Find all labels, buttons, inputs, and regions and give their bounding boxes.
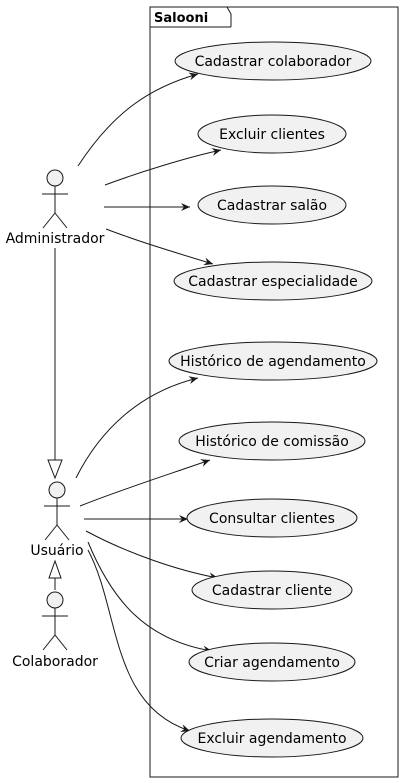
use-case-uc2: Excluir clientes xyxy=(197,114,347,154)
use-case-uc8: Cadastrar cliente xyxy=(191,570,353,610)
actor-head xyxy=(46,591,64,609)
actor-administrador: Administrador xyxy=(6,169,105,247)
generalization-arrow-administrador xyxy=(47,459,63,480)
actor-head xyxy=(48,481,66,499)
actor-head xyxy=(46,169,64,187)
association-usuario-uc9 xyxy=(87,541,213,654)
package-salooni: Salooni xyxy=(149,6,399,778)
actor-body xyxy=(42,186,68,229)
use-case-uc10: Excluir agendamento xyxy=(180,718,364,758)
use-case-label: Criar agendamento xyxy=(204,655,340,671)
use-case-uc1: Cadastrar colaborador xyxy=(174,41,372,81)
use-case-label: Cadastrar cliente xyxy=(212,583,332,599)
use-case-ellipse xyxy=(197,114,347,154)
association-usuario-uc6 xyxy=(79,459,211,507)
use-case-label: Histórico de agendamento xyxy=(180,354,366,370)
use-case-label: Cadastrar salão xyxy=(217,198,327,214)
use-case-ellipse xyxy=(186,498,358,538)
use-case-label: Cadastrar especialidade xyxy=(188,274,357,290)
actor-label: Colaborador xyxy=(12,654,98,670)
use-case-uc3: Cadastrar salão xyxy=(197,185,347,225)
actor-label: Usuário xyxy=(30,543,83,559)
use-case-uc5: Histórico de agendamento xyxy=(168,341,378,381)
use-case-uc7: Consultar clientes xyxy=(186,498,358,538)
package-title: Salooni xyxy=(154,11,208,26)
association-administrador-uc4 xyxy=(105,228,214,266)
use-case-label: Consultar clientes xyxy=(209,511,335,527)
actor-usuario: Usuário xyxy=(30,481,84,559)
association-usuario-uc10 xyxy=(87,549,191,733)
actor-label: Administrador xyxy=(6,231,105,247)
use-case-label: Histórico de comissão xyxy=(195,434,349,450)
use-case-ellipse xyxy=(173,261,373,301)
generalization-arrow-colaborador xyxy=(48,559,62,579)
actor-body xyxy=(44,498,70,541)
use-case-label: Excluir agendamento xyxy=(197,731,346,747)
association-usuario-uc8 xyxy=(85,530,219,581)
use-case-ellipse xyxy=(191,570,353,610)
use-case-ellipse xyxy=(168,341,378,381)
association-administrador-uc2 xyxy=(104,148,222,186)
actor-body xyxy=(42,608,68,651)
use-case-ellipse xyxy=(180,718,364,758)
edges xyxy=(47,72,222,733)
actor-colaborador: Colaborador xyxy=(12,591,98,670)
use-case-label: Excluir clientes xyxy=(219,127,325,143)
use-case-ellipse xyxy=(197,185,347,225)
use-case-ellipse xyxy=(178,421,366,461)
use-case-ellipse xyxy=(188,642,356,682)
use-case-uc9: Criar agendamento xyxy=(188,642,356,682)
use-case-ellipse xyxy=(174,41,372,81)
association-usuario-uc5 xyxy=(75,376,199,479)
package-body xyxy=(149,6,399,778)
use-case-uc4: Cadastrar especialidade xyxy=(173,261,373,301)
association-administrador-uc1 xyxy=(77,72,199,167)
use-case-uc6: Histórico de comissão xyxy=(178,421,366,461)
use-case-label: Cadastrar colaborador xyxy=(195,54,352,70)
